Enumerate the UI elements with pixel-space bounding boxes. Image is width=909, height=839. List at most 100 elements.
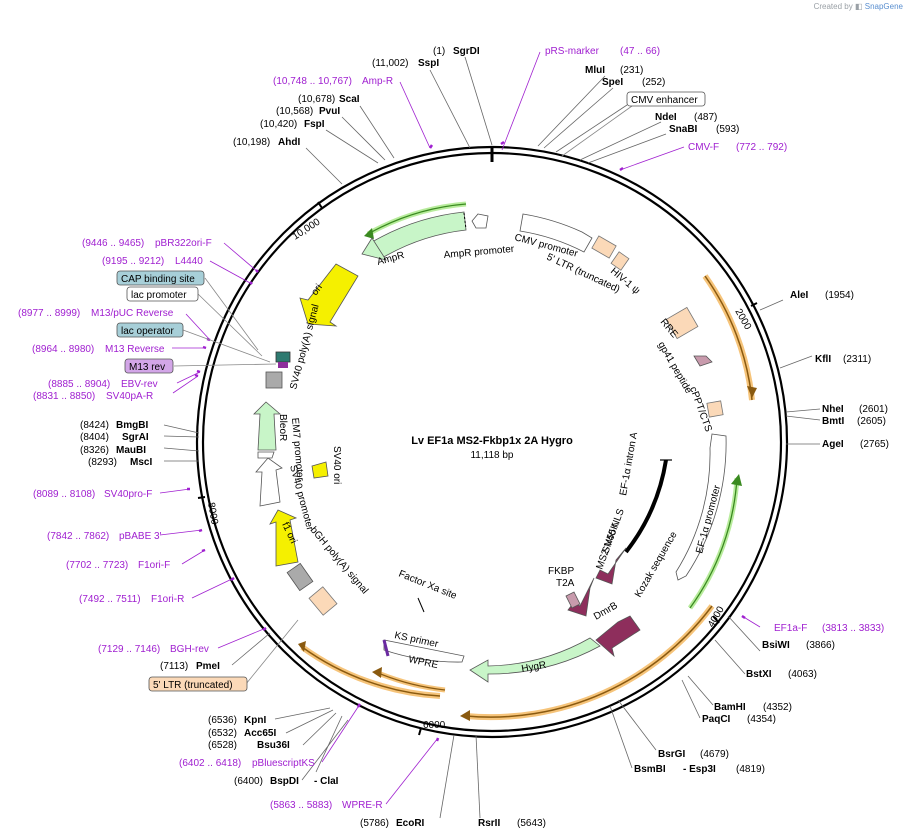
- bgh2-feature[interactable]: [286, 562, 314, 592]
- site-fspi-pos: (10,420): [260, 119, 297, 130]
- site-msci-pos: (8293): [88, 457, 117, 468]
- f1-ori-feature[interactable]: [269, 509, 299, 567]
- site-ecori-pos: (5786): [360, 818, 389, 829]
- ltr-arc-arrow: [747, 386, 757, 398]
- site-sspi: SspI: [418, 58, 439, 69]
- primer-pbluescript: pBluescriptKS: [252, 758, 315, 769]
- label-gp41: gp41 peptide: [655, 340, 694, 396]
- box-5ltr-truncated-label: 5' LTR (truncated): [153, 680, 233, 691]
- box-lac-promoter[interactable]: [126, 286, 199, 302]
- t2a-feature[interactable]: [565, 591, 581, 609]
- ks-primer-mark: [382, 639, 390, 657]
- bleor-feature[interactable]: [253, 401, 282, 451]
- primer-pbabe: pBABE 3': [119, 531, 162, 542]
- primer-leaders: [159, 51, 761, 805]
- site-bsu36i-pos: (6528): [208, 740, 237, 751]
- site-labels: (1) SgrDI (11,002) SspI (10,678) ScaI (1…: [80, 46, 889, 829]
- primer-sv40pro-f-pos: (8089 .. 8108): [33, 489, 95, 500]
- label-factor-xa: Factor Xa site: [397, 569, 459, 602]
- intron-a-feature[interactable]: [624, 459, 668, 554]
- sv40-polya-feature[interactable]: [265, 371, 283, 389]
- site-snabi-pos: (593): [716, 124, 739, 135]
- hygr-feature[interactable]: [469, 637, 601, 683]
- ltr-arc: [704, 275, 753, 401]
- label-intron-a: EF-1α intron A: [618, 431, 640, 496]
- gp41-feature[interactable]: [693, 355, 713, 367]
- primer-f1ori-r: F1ori-R: [151, 594, 184, 605]
- label-bgh: bGH poly(A) signal: [308, 525, 370, 596]
- primer-wpre-r: WPRE-R: [342, 800, 383, 811]
- site-bsrgi: BsrGI: [658, 749, 685, 760]
- primer-m13puc: M13/pUC Reverse: [91, 308, 174, 319]
- ltr5-feature[interactable]: [591, 235, 617, 259]
- primer-l4440: L4440: [175, 256, 203, 267]
- primer-m13puc-pos: (8977 .. 8999): [18, 308, 80, 319]
- site-ahdi-pos: (10,198): [233, 137, 270, 148]
- ampr-arc-arrow: [364, 228, 374, 239]
- cmv-promoter-feature[interactable]: [519, 213, 593, 253]
- box-cap-binding-site[interactable]: [116, 270, 205, 286]
- ef1a-promoter-feature[interactable]: [675, 433, 727, 581]
- site-bstxi: BstXI: [746, 669, 772, 680]
- primer-f1ori-f-pos: (7702 .. 7723): [66, 560, 128, 571]
- site-mlui: MluI: [585, 65, 605, 76]
- ampr-promoter-feature[interactable]: [471, 213, 489, 229]
- hygr-outer-arrow: [460, 710, 470, 721]
- site-bsu36i: Bsu36I: [257, 740, 290, 751]
- sv40-promoter-feature[interactable]: [255, 457, 283, 507]
- em7-feature[interactable]: [257, 451, 275, 459]
- ori-feature[interactable]: [299, 263, 359, 327]
- site-snabi: SnaBI: [669, 124, 698, 135]
- primer-m13rev: M13 Reverse: [105, 344, 165, 355]
- hiv-psi-feature[interactable]: [610, 251, 630, 271]
- box-lac-operator[interactable]: [116, 322, 184, 338]
- box-cmv-enhancer[interactable]: [626, 91, 706, 107]
- site-mlui-pos: (231): [620, 65, 643, 76]
- sv40-ori-feature[interactable]: [311, 461, 329, 479]
- boxed-labels: CMV enhancer CAP binding site lac promot…: [116, 91, 706, 692]
- ms2-feature[interactable]: [595, 547, 627, 585]
- dmrb-feature[interactable]: [595, 615, 641, 658]
- site-agei-pos: (2765): [860, 439, 889, 450]
- label-bleor: BleoR: [277, 414, 288, 441]
- primer-marks: [187, 140, 746, 742]
- label-ori: ori: [309, 282, 324, 297]
- site-bmgbi-pos: (8424): [80, 420, 109, 431]
- site-spei-pos: (252): [642, 77, 665, 88]
- box-lac-promoter-label: lac promoter: [131, 290, 187, 301]
- site-ndei-pos: (487): [694, 112, 717, 123]
- site-paqci-pos: (4354): [747, 714, 776, 725]
- site-esp3i-pos: (4819): [736, 764, 765, 775]
- box-5ltr-truncated[interactable]: [148, 676, 248, 692]
- primer-pbr322-pos: (9446 .. 9465): [82, 238, 144, 249]
- ampr-dash: [463, 212, 467, 230]
- cppt-feature[interactable]: [706, 400, 724, 418]
- site-bspdi-pos: (6400): [234, 776, 263, 787]
- site-maubi: MauBI: [116, 445, 146, 456]
- tick-6000-mark: [418, 727, 422, 736]
- site-bsrgi-pos: (4679): [700, 749, 729, 760]
- box-m13-rev[interactable]: [124, 358, 174, 374]
- tick-6000: 6000: [423, 720, 446, 731]
- rre-feature[interactable]: [665, 306, 699, 340]
- site-rsrii-pos: (5643): [517, 818, 546, 829]
- primer-f1ori-r-pos: (7492 .. 7511): [79, 594, 141, 605]
- primer-pbabe-pos: (7842 .. 7862): [47, 531, 109, 542]
- label-sv40-ori: SV40 ori: [331, 446, 342, 484]
- site-esp3i: - Esp3I: [683, 764, 716, 775]
- primer-bgh-rev-pos: (7129 .. 7146): [98, 644, 160, 655]
- label-sv40-polya: SV40 poly(A) signal: [288, 303, 321, 391]
- site-acc65i-pos: (6532): [208, 728, 237, 739]
- site-ecori: EcoRI: [396, 818, 425, 829]
- site-pvui-pos: (10,568): [276, 106, 313, 117]
- site-sgrai: SgrAI: [122, 432, 149, 443]
- label-ms2: MS2-N55K: [594, 521, 621, 571]
- wpre-outer-arc: [301, 646, 441, 697]
- ltr2-outer-arc-line: [377, 672, 446, 691]
- tick-8000-mark: [197, 496, 206, 499]
- bgh-feature[interactable]: [308, 586, 338, 616]
- box-lac-operator-label: lac operator: [121, 326, 174, 337]
- site-alei: AleI: [790, 290, 809, 301]
- site-bmti: BmtI: [822, 416, 844, 427]
- primer-bgh-rev: BGH-rev: [170, 644, 209, 655]
